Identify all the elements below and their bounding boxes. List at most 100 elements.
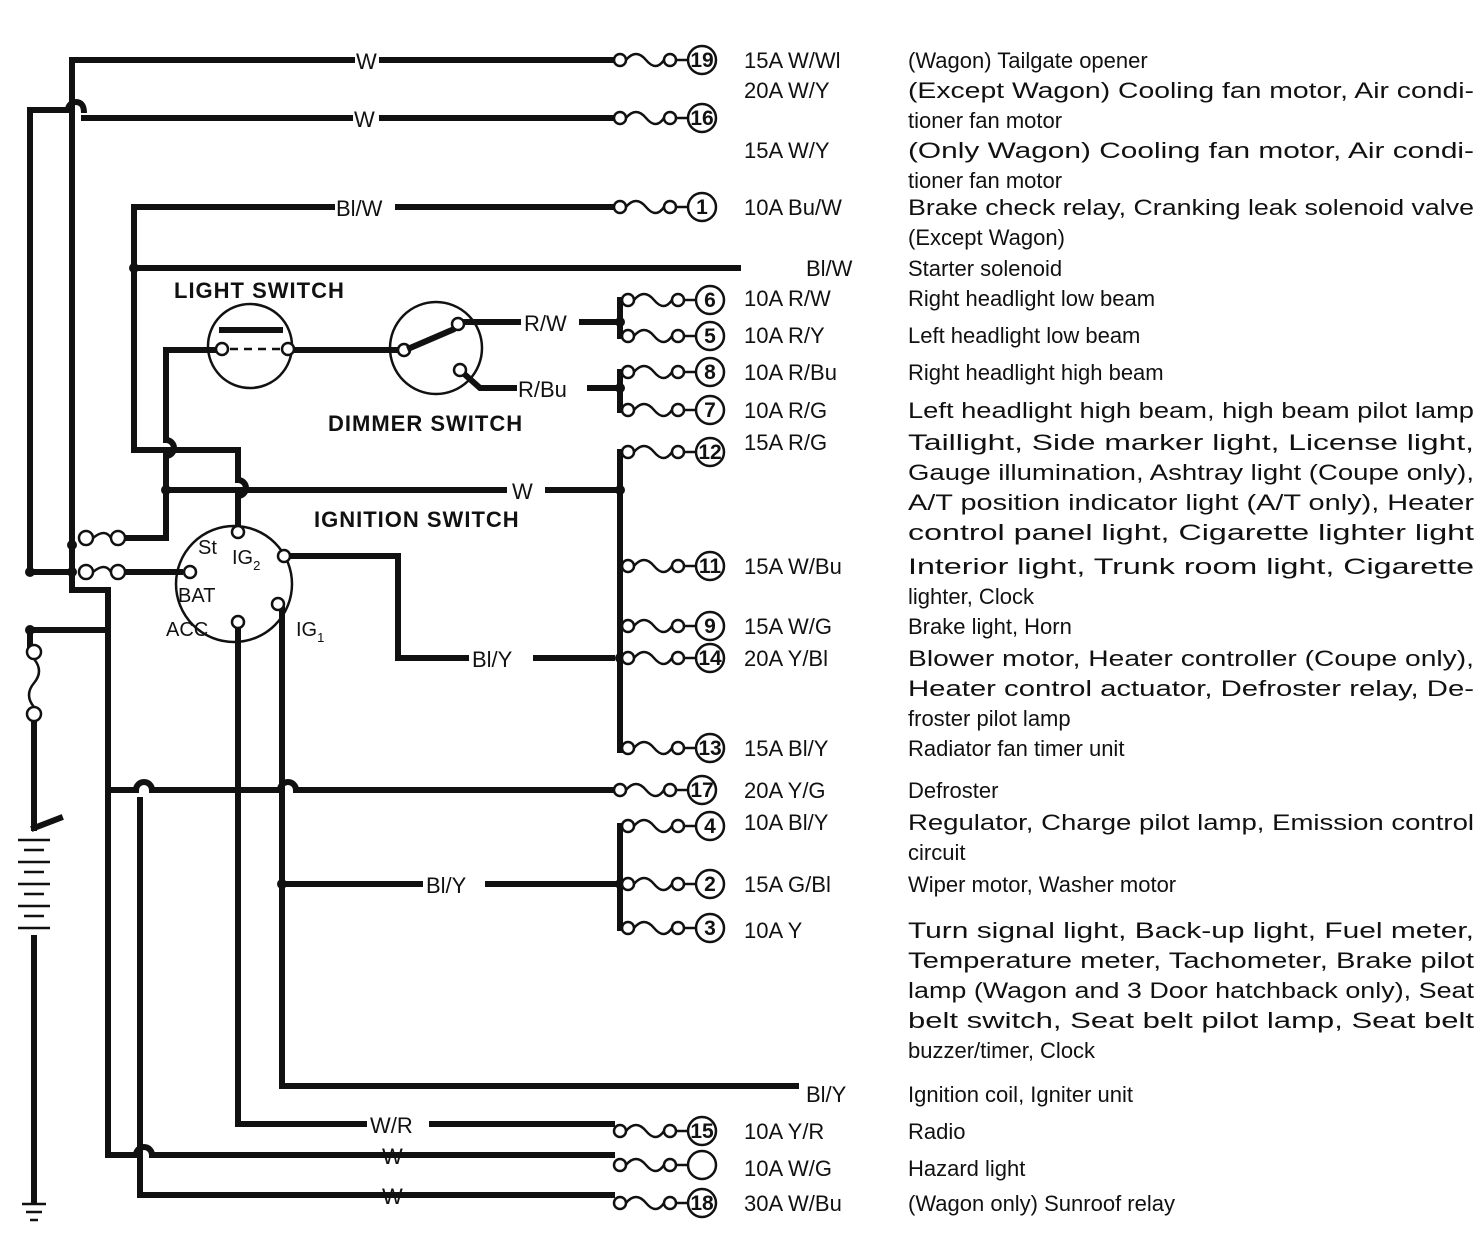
terminal-acc: ACC [166,619,208,641]
circuit-description: control panel light, Cigarette lighter l… [908,520,1474,545]
circuit-spec: 10A Bl/Y [744,810,829,835]
circuit-description: Ignition coil, Igniter unit [908,1082,1133,1107]
circuit-description: lighter, Clock [908,584,1035,609]
circuit-description: Taillight, Side marker light, License li… [908,430,1474,455]
ignition-switch-symbol [174,524,294,644]
fuse-symbol: 9 [620,610,726,642]
wire-label-wr: W/R [370,1113,413,1138]
fuse-number: 16 [690,107,713,130]
fusible-links [25,529,127,723]
circuit-description: Right headlight low beam [908,286,1155,311]
circuit-spec: 20A Y/G [744,778,826,803]
circuit-description: Left headlight low beam [908,323,1140,348]
circuit-description: Defroster [908,778,998,803]
wire-label-blw-1: Bl/W [336,196,383,221]
circuit-spec: 10A Bu/W [744,195,842,220]
circuit-description: Brake light, Horn [908,614,1072,639]
wire-label-w-hazard: W [382,1144,403,1169]
fuse-number: 8 [704,361,716,384]
circuit-description: Regulator, Charge pilot lamp, Emission c… [908,810,1474,835]
dimmer-switch-title: DIMMER SWITCH [328,411,523,436]
terminal-ig2: IG2 [232,547,260,573]
circuit-spec: 20A Y/Bl [744,646,828,671]
terminal-bat: BAT [178,585,215,607]
circuit-spec: 15A R/G [744,430,827,455]
fuse-symbol: 17 [612,774,718,806]
light-switch-title: LIGHT SWITCH [174,278,345,303]
circuit-spec: Bl/Y [806,1082,847,1107]
circuit-description: froster pilot lamp [908,706,1071,731]
circuit-description: Brake check relay, Cranking leak solenoi… [908,195,1474,220]
circuit-spec: 10A R/G [744,398,827,423]
fuse-number: 3 [704,917,716,940]
circuit-description: Heater control actuator, Defroster relay… [908,676,1474,701]
circuit-description: A/T position indicator light (A/T only),… [908,490,1474,515]
wire-label-w-19: W [356,49,377,74]
circuit-description: (Except Wagon) Cooling fan motor, Air co… [908,78,1474,103]
fuse-number: 11 [699,555,722,578]
circuit-description: Right headlight high beam [908,360,1164,385]
circuit-description: Blower motor, Heater controller (Coupe o… [908,646,1474,671]
fuse-symbol: 13 [620,732,726,764]
light-switch-symbol [206,302,296,390]
fuse-number: 1 [696,196,708,219]
circuit-description: (Wagon) Tailgate opener [908,48,1148,73]
circuit-spec: 15A G/Bl [744,872,831,897]
circuit-description: Temperature meter, Tachometer, Brake pil… [908,948,1474,973]
fuse-number: 14 [698,647,722,670]
circuit-description: Hazard light [908,1156,1025,1181]
circuit-description: buzzer/timer, Clock [908,1038,1096,1063]
fuse-symbol: 2 [620,868,726,900]
fuse-symbol: 3 [620,912,726,944]
fuse-symbol: 7 [620,394,726,426]
fuse-symbol: 11 [620,550,726,582]
circuit-spec: Bl/W [806,256,853,281]
circuit-description: (Only Wagon) Cooling fan motor, Air cond… [908,138,1474,163]
fuse-symbol: 6 [620,284,726,316]
fuse-number: 15 [690,1120,714,1143]
ground-symbol [22,1202,46,1222]
circuit-spec: 10A R/W [744,286,831,311]
dimmer-switch-symbol [388,300,484,396]
circuit-spec: 15A W/Y [744,138,830,163]
fuse-symbol [612,1149,718,1181]
circuit-spec: 10A R/Y [744,323,825,348]
circuit-spec: 15A Bl/Y [744,736,829,761]
circuit-description: circuit [908,840,965,865]
wire-network [27,57,799,1203]
circuit-description: belt switch, Seat belt pilot lamp, Seat … [908,1008,1474,1033]
fuse-number: 6 [704,289,716,312]
fuse-number: 12 [698,441,721,464]
wire-label-w-bus: W [512,479,533,504]
circuit-description: Radio [908,1119,965,1144]
fuse-symbol: 5 [620,320,726,352]
terminal-st: St [198,537,217,559]
fuse-symbol: 15 [612,1115,718,1147]
fuse-number: 7 [704,399,716,422]
circuit-description: tioner fan motor [908,168,1062,193]
fuse-number: 2 [704,873,716,896]
junction-dots [25,263,625,889]
wire-label-rw: R/W [524,311,567,336]
wire-label-bly-14: Bl/Y [472,647,513,672]
circuit-description: Gauge illumination, Ashtray light (Coupe… [908,460,1474,485]
circuit-description: Starter solenoid [908,256,1062,281]
fuse-number: 19 [690,49,713,72]
circuit-spec: 10A Y [744,918,803,943]
ignition-switch-title: IGNITION SWITCH [314,507,520,532]
fuse-number: 13 [698,737,721,760]
fuse-symbol: 18 [612,1187,718,1219]
circuit-spec: 30A W/Bu [744,1191,842,1216]
circuit-description: Interior light, Trunk room light, Cigare… [908,554,1474,579]
circuit-description: (Wagon only) Sunroof relay [908,1191,1175,1216]
battery-symbol [18,814,64,930]
circuit-spec: 15A W/Wl [744,48,841,73]
wire-label-bly-ig1: Bl/Y [426,873,467,898]
circuit-spec: 10A W/G [744,1156,832,1181]
circuit-spec: 10A Y/R [744,1119,824,1144]
circuit-spec: 15A W/Bu [744,554,842,579]
circuit-description: Turn signal light, Back-up light, Fuel m… [908,918,1474,943]
